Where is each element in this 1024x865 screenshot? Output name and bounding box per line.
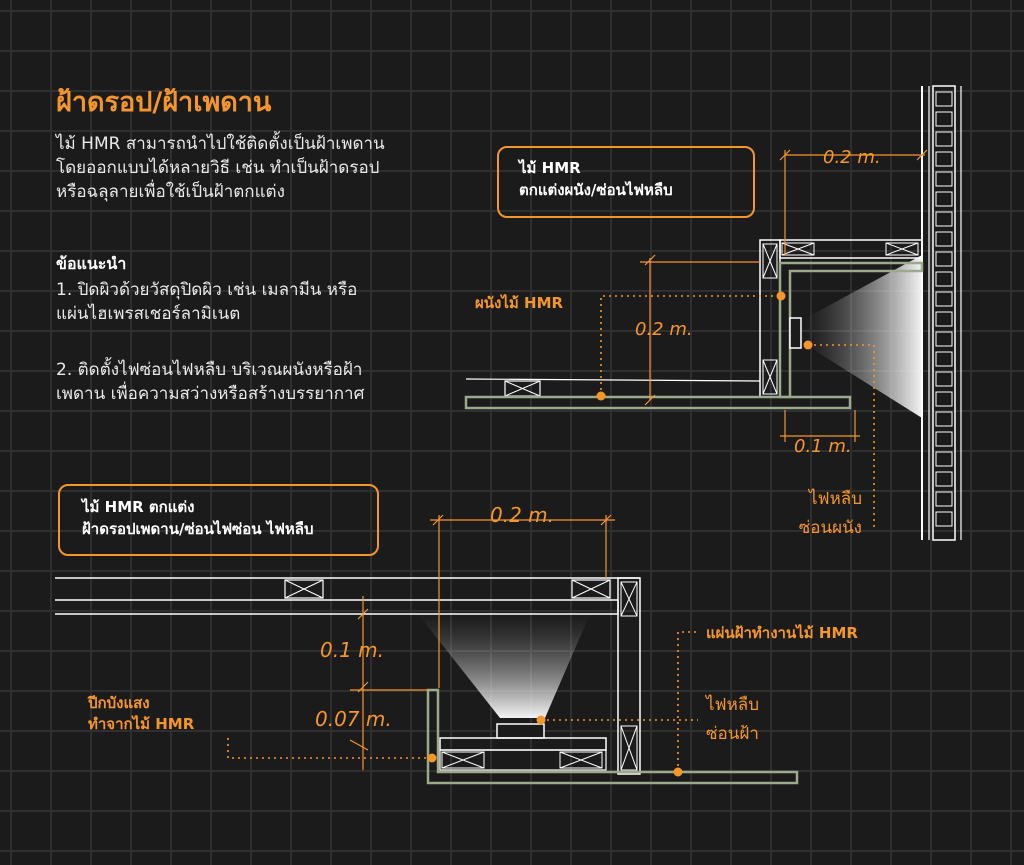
ceiling-cove-diagram — [55, 514, 799, 785]
label-shield-2: ทำจากไม้ HMR — [88, 714, 195, 733]
wall-brick-cell — [935, 371, 953, 387]
callout-wall-line2: ตกแต่งผนัง/ซ่อนไฟหลืบ — [519, 181, 673, 199]
tip-item-1: 1. ปิดผิวด้วยวัสดุปิดผิว เช่น เมลามีน หร… — [56, 280, 358, 324]
intro-paragraph: ไม้ HMR สามารถนำไปใช้ติดตั้งเป็นฝ้าเพดาน… — [56, 134, 385, 202]
wall-brick-cell — [935, 231, 953, 247]
tips-heading: ข้อแนะนำ — [56, 254, 127, 273]
label-ceiling-light-2: ซ่อนฝ้า — [706, 724, 759, 744]
wall-brick-cell — [935, 471, 953, 487]
label-ceiling-board: แผ่นฝ้าทำงานไม้ HMR — [706, 623, 858, 642]
wall-brick-cell — [935, 171, 953, 187]
callout-wall-decor: ไม้ HMR ตกแต่งผนัง/ซ่อนไฟหลืบ — [497, 146, 755, 218]
wall-brick-cell — [935, 511, 953, 527]
callout-ceiling-line1: ไม้ HMR ตกแต่ง — [82, 498, 195, 516]
wall-brick-cell — [935, 211, 953, 227]
wall-brick-cell — [935, 431, 953, 447]
wall-brick-cell — [935, 251, 953, 267]
label-ceiling-light-1: ไฟหลืบ — [704, 694, 759, 715]
ceiling-hmr-boards — [426, 688, 799, 785]
wall-brick-cell — [935, 451, 953, 467]
wall-brick-cell — [935, 111, 953, 127]
wall-brick-cell — [935, 271, 953, 287]
wall-brick-cell — [935, 491, 953, 507]
ceiling-light-beam — [418, 614, 590, 718]
wall-brick-cell — [935, 411, 953, 427]
top-dim-height: 0.2 m. — [635, 319, 693, 340]
wall-brick-cell — [935, 311, 953, 327]
ceiling-dimensions — [349, 514, 615, 770]
wall-brick-cell — [935, 131, 953, 147]
wall-brick-cell — [935, 151, 953, 167]
top-dim-width: 0.2 m. — [823, 147, 881, 168]
page-title: ฝ้าดรอป/ฝ้าเพดาน — [56, 87, 272, 118]
callout-ceiling-line2: ฝ้าดรอปเพดาน/ซ่อนไฟซ่อน ไฟหลืบ — [82, 520, 314, 538]
label-shield-1: ปีกบังแสง — [87, 694, 150, 712]
bottom-dim-lip: 0.07 m. — [315, 707, 392, 731]
bottom-dim-width: 0.2 m. — [490, 503, 554, 527]
wall-brick-cell — [935, 391, 953, 407]
wall-brick-cell — [935, 331, 953, 347]
top-dim-gap: 0.1 m. — [794, 436, 852, 457]
label-hmr-wall: ผนังไม้ HMR — [475, 293, 564, 312]
wall-cove-diagram — [464, 85, 962, 541]
label-wall-light-1: ไฟหลืบ — [807, 488, 862, 509]
callout-ceiling-decor: ไม้ HMR ตกแต่ง ฝ้าดรอปเพดาน/ซ่อนไฟซ่อน ไ… — [58, 484, 379, 556]
wall-brick-cell — [935, 191, 953, 207]
bottom-dim-drop: 0.1 m. — [320, 638, 384, 662]
tip-item-2: 2. ติดตั้งไฟซ่อนไฟหลืบ บริเวณผนังหรือฝ้า… — [56, 360, 365, 404]
label-wall-light-2: ซ่อนผนัง — [799, 518, 862, 538]
wall-structure — [921, 85, 962, 541]
wall-dimensions — [640, 149, 928, 442]
wall-light-beam — [806, 255, 922, 418]
wall-hmr-boards — [464, 261, 924, 410]
wall-brick-cell — [935, 291, 953, 307]
wall-brick-cell — [935, 351, 953, 367]
callout-wall-line1: ไม้ HMR — [519, 159, 581, 177]
wall-brick-cell — [935, 91, 953, 107]
